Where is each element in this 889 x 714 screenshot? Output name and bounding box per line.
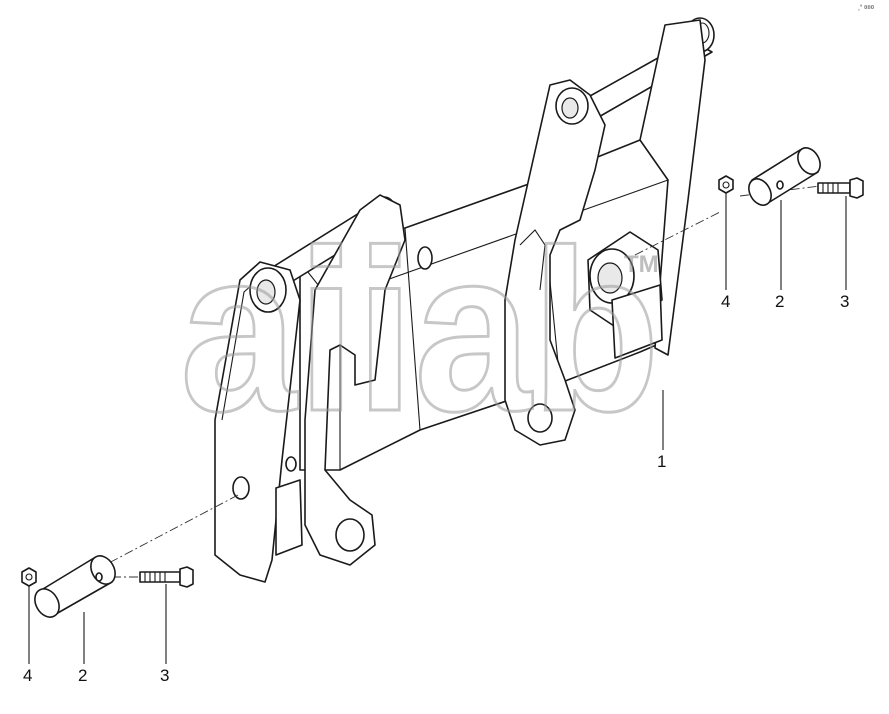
callout-item-3-right: 3 — [840, 292, 849, 311]
bushing-right — [748, 147, 821, 206]
left-fastener-set — [21, 494, 239, 664]
left-side-plate — [214, 261, 301, 583]
left-hook-plate — [304, 194, 406, 566]
watermark: aiiab TM — [179, 201, 662, 461]
callout-item-1: 1 — [657, 452, 666, 471]
rear-side-plate — [639, 19, 706, 356]
corner-mark: ¸° ¤¤¤ — [858, 5, 874, 11]
callout-item-4-left: 4 — [23, 666, 32, 685]
trademark-mark: TM — [624, 251, 659, 278]
bushing-left — [34, 555, 116, 618]
bolt-left — [139, 566, 194, 588]
callout-item-2-right: 2 — [775, 292, 784, 311]
bolt-right — [817, 177, 864, 199]
right-fastener-set — [634, 147, 864, 290]
quick-coupler-frame — [214, 17, 715, 583]
callout-item-3-left: 3 — [160, 666, 169, 685]
hex-nut-right — [718, 175, 734, 194]
callout-item-2-left: 2 — [78, 666, 87, 685]
right-side-plate — [504, 79, 606, 446]
callout-item-4-right: 4 — [721, 292, 730, 311]
hex-nut-left — [21, 567, 37, 587]
watermark-text: aiiab — [180, 202, 660, 459]
